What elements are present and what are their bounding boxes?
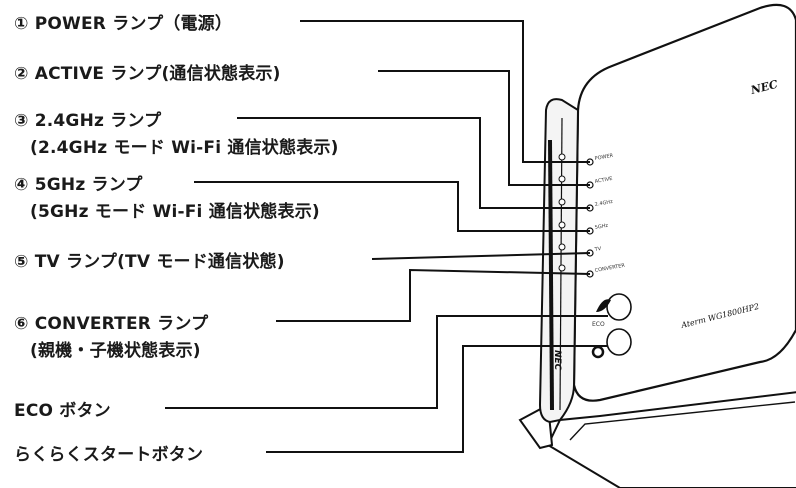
- label-rakuraku: らくらくスタートボタン: [14, 445, 204, 465]
- router-side-panel: [538, 98, 580, 424]
- label-24ghz: ③ 2.4GHz ランプ: [14, 111, 162, 131]
- lamp-label-24ghz: 2.4GHz: [594, 199, 613, 208]
- leader-lines: [165, 20, 608, 453]
- label-eco: ECO ボタン: [14, 401, 111, 421]
- lamp-label-tv: TV: [593, 246, 602, 253]
- rakuraku-button-shape: [606, 328, 632, 356]
- side-slot: [548, 139, 554, 411]
- label-5ghz-sub: (5GHz モード Wi-Fi 通信状態表示): [30, 202, 320, 222]
- rakuraku-icon: [591, 345, 605, 359]
- lamp-label-power: POWER: [594, 153, 614, 162]
- leader-5ghz: [194, 181, 590, 232]
- front-lamp-labels: POWER ACTIVE 2.4GHz 5GHz TV CONVERTER: [593, 153, 626, 274]
- leader-rakuraku: [266, 345, 608, 453]
- leader-eco: [165, 315, 608, 409]
- side-brand: NEC: [552, 350, 562, 371]
- leader-tv: [371, 252, 591, 260]
- label-converter-sub: (親機・子機状態表示): [30, 341, 201, 361]
- leader-converter: [276, 268, 591, 322]
- eco-button-shape: [606, 293, 632, 321]
- label-active: ② ACTIVE ランプ(通信状態表示): [14, 64, 281, 84]
- leader-power: [300, 20, 590, 163]
- lamp-label-converter: CONVERTER: [594, 263, 626, 274]
- label-power: ① POWER ランプ（電源）: [14, 14, 233, 34]
- eco-leaf-icon: [596, 299, 611, 312]
- label-24ghz-sub: (2.4GHz モード Wi-Fi 通信状態表示): [30, 138, 339, 158]
- leader-24ghz: [237, 117, 590, 209]
- side-edge: [559, 117, 563, 411]
- label-converter: ⑥ CONVERTER ランプ: [14, 314, 209, 334]
- lamp-label-5ghz: 5GHz: [594, 223, 609, 231]
- label-tv: ⑤ TV ランプ(TV モード通信状態): [14, 252, 285, 272]
- stand-base-inner: [569, 401, 796, 441]
- lamp-label-active: ACTIVE: [594, 176, 613, 185]
- leader-active: [378, 70, 590, 186]
- label-5ghz: ④ 5GHz ランプ: [14, 175, 143, 195]
- side-lamps: [558, 153, 566, 272]
- eco-label: ECO: [592, 321, 605, 328]
